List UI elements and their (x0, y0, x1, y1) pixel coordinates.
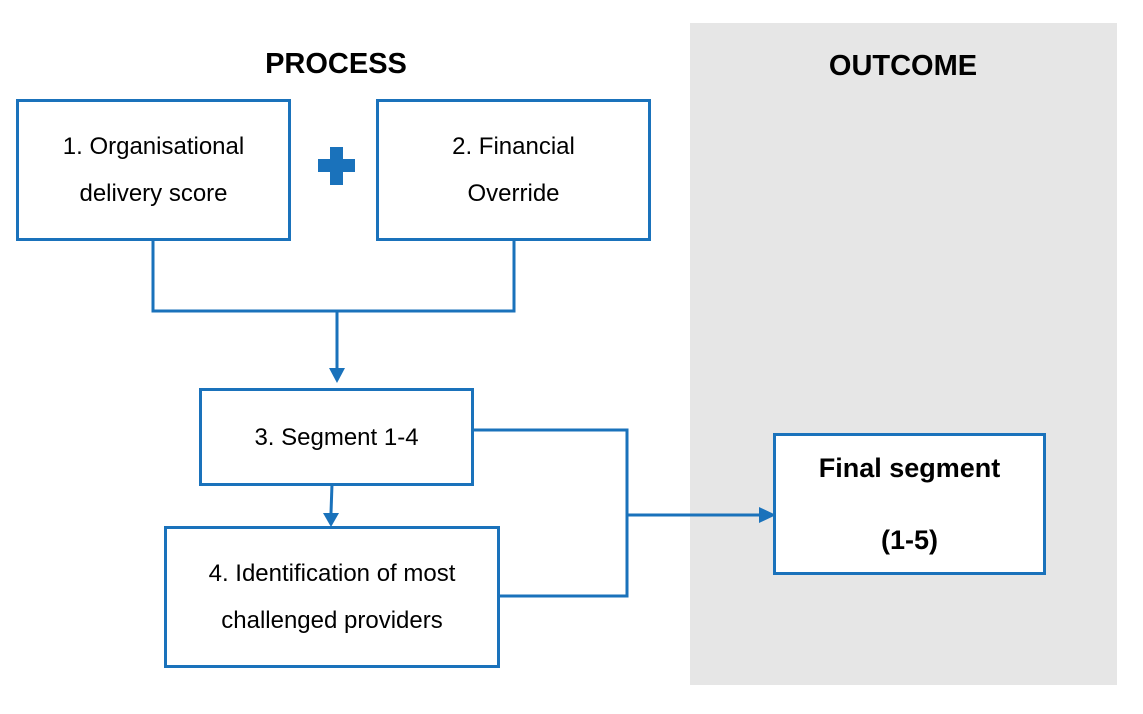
process-heading: PROCESS (265, 48, 407, 80)
box-label-line: 2. Financial (452, 133, 575, 160)
final-segment-range: (1-5) (880, 525, 938, 555)
organisational-delivery-score-box: 1. Organisational delivery score (16, 99, 291, 241)
arrowhead-down-icon (323, 513, 339, 527)
outcome-heading: OUTCOME (828, 50, 978, 82)
segment-box: 3. Segment 1-4 (199, 388, 474, 486)
merge-connector (151, 238, 516, 313)
financial-override-box: 2. Financial Override (376, 99, 651, 241)
box-label-line: 4. Identification of most (208, 560, 456, 587)
box-label-line: delivery score (79, 180, 228, 207)
box-label-line: Override (467, 180, 560, 207)
box-label-line: 1. Organisational (62, 133, 245, 160)
plus-icon (318, 147, 355, 185)
identification-box: 4. Identification of most challenged pro… (164, 526, 500, 668)
arrowhead-right-icon (759, 507, 776, 523)
segment-to-final-line (472, 428, 629, 515)
final-segment-title: Final segment (818, 453, 1001, 483)
identification-to-final-line (498, 513, 759, 598)
final-segment-box: Final segment (1-5) (773, 433, 1046, 575)
box-label-line: 3. Segment 1-4 (254, 423, 419, 451)
segment-to-identification-line (329, 483, 334, 514)
box-label-line: challenged providers (221, 607, 443, 634)
arrowhead-down-icon (329, 368, 345, 383)
